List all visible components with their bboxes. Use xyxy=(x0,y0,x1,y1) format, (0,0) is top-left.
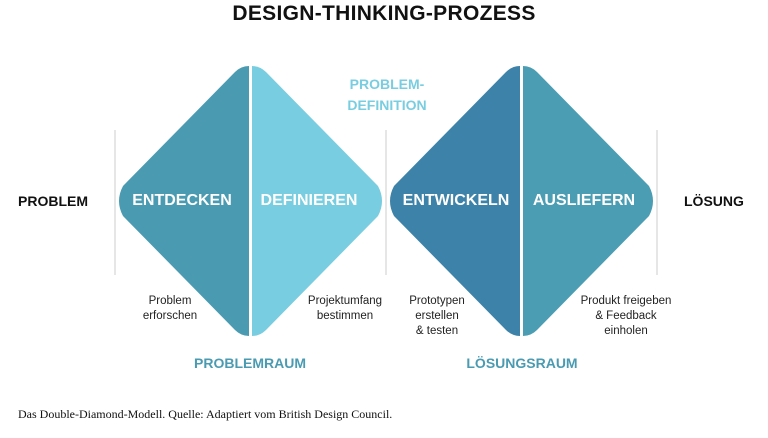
problem-definition-label: PROBLEM- DEFINITION xyxy=(320,74,454,116)
note-line: & testen xyxy=(415,325,459,337)
phase-entwickeln: ENTWICKELN xyxy=(402,192,510,209)
diamond-half-entwickeln xyxy=(390,66,520,336)
diamond-half-entdecken xyxy=(119,66,249,336)
note-line: bestimmen xyxy=(316,310,374,322)
note-ausliefern: Produkt freigeben & Feedback einholen xyxy=(566,294,686,339)
phase-entdecken: ENTDECKEN xyxy=(132,192,232,209)
phase-ausliefern: AUSLIEFERN xyxy=(532,192,636,209)
note-definieren: Projektumfang bestimmen xyxy=(290,294,400,324)
note-line: erstellen xyxy=(415,310,459,322)
solution-label: LÖSUNG xyxy=(684,193,744,209)
problem-definition-line: DEFINITION xyxy=(347,97,427,113)
note-entdecken: Problem erforschen xyxy=(120,294,220,324)
note-entwickeln: Prototypen erstellen & testen xyxy=(392,294,482,339)
note-line: Problem xyxy=(148,295,192,307)
diamond-half-definieren xyxy=(252,66,382,336)
note-line: erforschen xyxy=(142,310,198,322)
problem-definition-line: PROBLEM- xyxy=(349,76,425,92)
problem-label: PROBLEM xyxy=(18,193,88,209)
solution-space-label: LÖSUNGSRAUM xyxy=(466,355,578,371)
problem-space-label: PROBLEMRAUM xyxy=(194,355,306,371)
note-line: & Feedback xyxy=(595,310,657,322)
note-line: Prototypen xyxy=(409,295,465,307)
note-line: Projektumfang xyxy=(307,295,383,307)
note-line: einholen xyxy=(604,325,648,337)
phase-definieren: DEFINIEREN xyxy=(260,192,358,209)
caption: Das Double-Diamond-Modell. Quelle: Adapt… xyxy=(18,407,393,421)
note-line: Produkt freigeben xyxy=(580,295,672,307)
diagram-title: DESIGN-THINKING-PROZESS xyxy=(232,2,536,25)
diamond-half-ausliefern xyxy=(523,66,653,336)
